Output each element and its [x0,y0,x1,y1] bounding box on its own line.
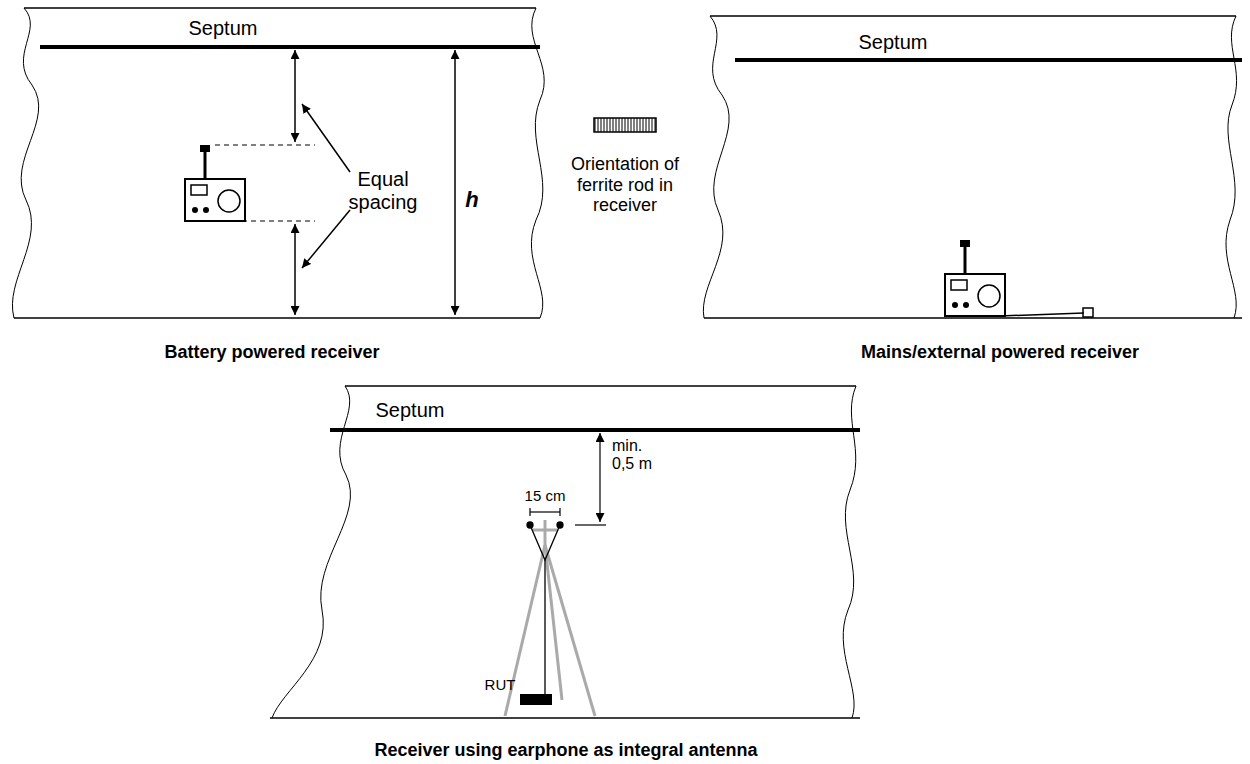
tem-cell-outline [270,386,860,718]
tem-cell-outline [703,16,1242,318]
tem-cell-outline [12,8,544,318]
dimension-label: min. 0,5 m [612,437,668,474]
septum-label: Septum [833,31,953,54]
dimension-lines [530,433,606,525]
spacing-dimensions [215,50,455,315]
dimension-label: h [460,187,484,212]
septum-label: Septum [163,17,283,40]
earphone-antenna [527,522,563,694]
receiver-under-test [520,694,552,705]
spacing-label: Equal spacing [340,168,426,214]
tripod [505,520,595,716]
part-label: RUT [475,676,525,693]
panel-caption: Mains/external powered receiver [810,342,1190,363]
mains-receiver [945,240,1093,317]
panel-caption: Receiver using earphone as integral ante… [326,740,806,761]
panel-caption: Battery powered receiver [102,342,442,363]
rod-note: Orientation of ferrite rod in receiver [565,154,685,216]
dimension-label: 15 cm [510,487,580,504]
septum-label: Septum [350,399,470,422]
ferrite-rod [594,118,656,132]
battery-receiver [185,145,245,221]
